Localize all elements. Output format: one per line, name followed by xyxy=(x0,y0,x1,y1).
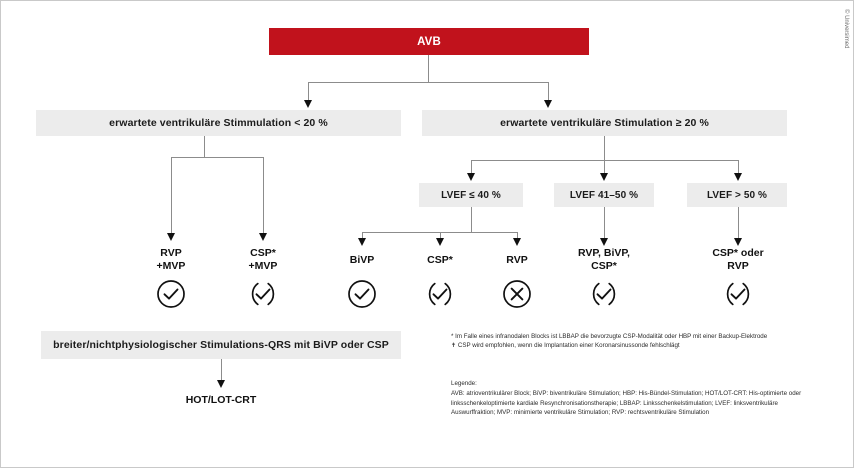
leaf-label-rvp: RVP xyxy=(506,254,528,266)
node-expected-pacing-low: erwartete ventrikuläre Stimmulation < 20… xyxy=(36,110,401,136)
connector-lvef-low-stem xyxy=(471,207,472,232)
connector-lvef-low-split xyxy=(362,232,517,233)
leaf-label-rvp-bivp-csp: RVP, BiVP, CSP* xyxy=(578,247,630,272)
connector-rvp-drop xyxy=(517,232,518,240)
connector-lvef3-drop xyxy=(738,160,739,175)
connector-left-split xyxy=(171,157,264,158)
node-lvef-mid-label: LVEF 41–50 % xyxy=(569,189,639,201)
connector-wide-qrs-drop xyxy=(221,359,222,383)
node-expected-pacing-low-label: erwartete ventrikuläre Stimmulation < 20… xyxy=(109,117,328,129)
leaf-label-csp-mvp: CSP* +MVP xyxy=(248,247,278,272)
legend-title: Legende: xyxy=(451,380,477,387)
connector-root-stem xyxy=(428,55,429,82)
arrowhead-rvp xyxy=(512,238,521,246)
node-wide-qrs-label: breiter/nichtphysiologischer Stimulation… xyxy=(53,339,389,351)
arrowhead-left-branch-2 xyxy=(258,233,267,241)
cross-circle-solid-icon xyxy=(501,278,533,315)
leaf-label-bivp: BiVP xyxy=(349,254,375,266)
check-circle-dashed-icon xyxy=(588,278,620,315)
arrowhead-lvef3 xyxy=(733,173,742,181)
connector-root-left-drop xyxy=(308,82,309,103)
node-hot-lot-crt: HOT/LOT-CRT xyxy=(185,394,257,406)
arrowhead-lvef-high-leaf xyxy=(733,238,742,246)
connector-lvef-mid-drop xyxy=(604,207,605,240)
check-circle-dashed-icon xyxy=(247,278,279,315)
arrowhead-lvef-mid-leaf xyxy=(599,238,608,246)
node-avb: AVB xyxy=(269,28,589,55)
node-lvef-low-label: LVEF ≤ 40 % xyxy=(441,189,501,201)
arrowhead-bivp xyxy=(357,238,366,246)
connector-lvef2-drop xyxy=(604,160,605,175)
connector-root-right-drop xyxy=(548,82,549,103)
connector-bivp-drop xyxy=(362,232,363,240)
node-lvef-high: LVEF > 50 % xyxy=(687,183,787,207)
check-circle-dashed-icon xyxy=(722,278,754,315)
connector-left-stem xyxy=(204,136,205,157)
node-expected-pacing-high-label: erwartete ventrikuläre Stimulation ≥ 20 … xyxy=(500,117,709,129)
connector-right-stem xyxy=(604,136,605,160)
node-lvef-low: LVEF ≤ 40 % xyxy=(419,183,523,207)
connector-left-branch-2 xyxy=(263,157,264,236)
arrowhead-root-right xyxy=(543,100,552,108)
legend-body: AVB: atrioventrikulärer Block; BiVP: biv… xyxy=(451,390,802,417)
arrowhead-left-branch-1 xyxy=(166,233,175,241)
arrowhead-wide-qrs xyxy=(216,380,225,388)
footnote-dagger: ✝ CSP wird empfohlen, wenn die Implantat… xyxy=(451,342,680,350)
node-expected-pacing-high: erwartete ventrikuläre Stimulation ≥ 20 … xyxy=(422,110,787,136)
footnote-asterisk: * Im Falle eines infranodalen Blocks ist… xyxy=(451,333,768,340)
leaf-label-csp-oder-rvp: CSP* oder RVP xyxy=(712,247,764,272)
check-circle-dashed-icon xyxy=(424,278,456,315)
node-avb-label: AVB xyxy=(417,35,441,48)
arrowhead-root-left xyxy=(303,100,312,108)
leaf-label-csp: CSP* xyxy=(427,254,453,266)
node-wide-qrs: breiter/nichtphysiologischer Stimulation… xyxy=(41,331,401,359)
check-circle-solid-icon xyxy=(346,278,378,315)
node-lvef-high-label: LVEF > 50 % xyxy=(706,189,768,201)
node-lvef-mid: LVEF 41–50 % xyxy=(554,183,654,207)
connector-csp-drop xyxy=(440,232,441,240)
connector-left-branch-1 xyxy=(171,157,172,236)
connector-root-split xyxy=(308,82,549,83)
check-circle-solid-icon xyxy=(155,278,187,315)
arrowhead-lvef1 xyxy=(466,173,475,181)
connector-lvef1-drop xyxy=(471,160,472,175)
arrowhead-csp xyxy=(435,238,444,246)
leaf-label-rvp-mvp: RVP +MVP xyxy=(156,247,186,272)
copyright-credit: © Universimed xyxy=(843,9,849,49)
footnotes: * Im Falle eines infranodalen Blocks ist… xyxy=(451,332,831,350)
connector-lvef-high-drop xyxy=(738,207,739,240)
arrowhead-lvef2 xyxy=(599,173,608,181)
legend: Legende: AVB: atrioventrikulärer Block; … xyxy=(451,379,819,418)
